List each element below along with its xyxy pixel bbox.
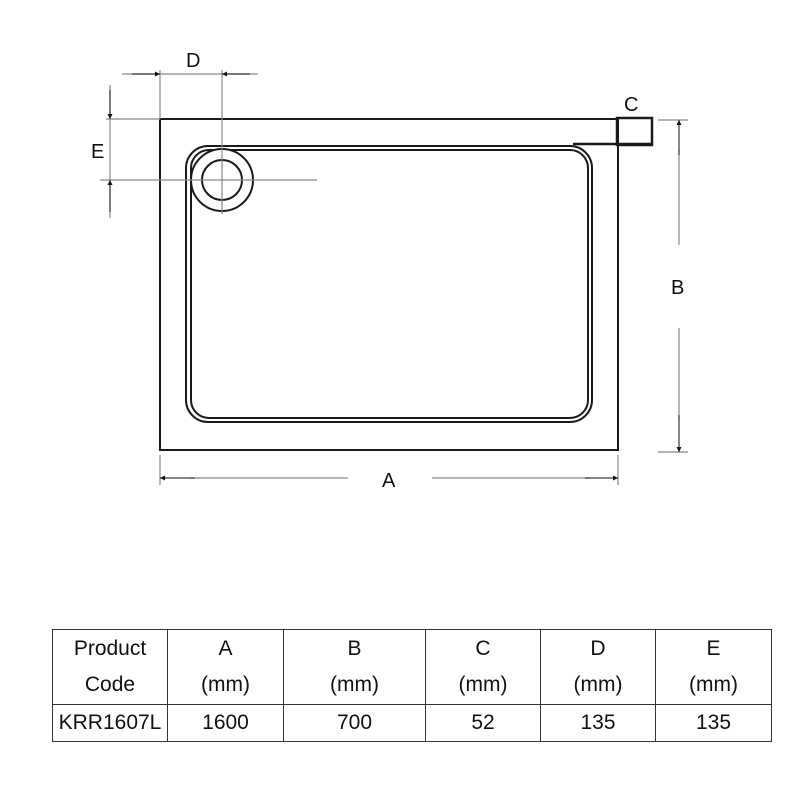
cell-b: 700 (283, 704, 426, 742)
table-header-row: Product Code A (mm) B (mm) C (mm) D (mm)… (52, 629, 772, 705)
shower-tray-dimension-drawing: C D E B A (91, 50, 688, 492)
header-text: (mm) (573, 673, 623, 696)
header-c: C (mm) (425, 629, 541, 705)
cell-d: 135 (540, 704, 656, 742)
label-e: E (91, 141, 104, 163)
cell-a: 1600 (167, 704, 284, 742)
header-text: Code (84, 673, 136, 696)
header-b: B (mm) (283, 629, 426, 705)
label-b: B (671, 277, 684, 299)
label-d: D (186, 50, 200, 72)
header-text: C (475, 637, 491, 660)
header-d: D (mm) (540, 629, 656, 705)
table-row: KRR1607L 1600 700 52 135 135 (52, 704, 772, 742)
tray-rim-outer (185, 145, 593, 423)
cell-e: 135 (655, 704, 772, 742)
header-text: D (590, 637, 606, 660)
header-text: (mm) (330, 673, 379, 696)
header-text: A (218, 637, 233, 660)
header-text: Product (73, 637, 147, 660)
tray-outline (159, 118, 619, 451)
header-e: E (mm) (655, 629, 772, 705)
cell-product-code: KRR1607L (52, 704, 168, 742)
upstand-profile-c (615, 116, 654, 147)
header-text: (mm) (689, 673, 738, 696)
tray-rim-inner (190, 149, 589, 419)
cell-c: 52 (425, 704, 541, 742)
label-c: C (624, 94, 638, 116)
header-text: B (347, 637, 362, 660)
label-a: A (382, 470, 396, 492)
header-a: A (mm) (167, 629, 284, 705)
header-text: E (706, 637, 721, 660)
header-text: (mm) (201, 673, 250, 696)
dimension-spec-table: Product Code A (mm) B (mm) C (mm) D (mm)… (52, 629, 772, 742)
header-text: (mm) (458, 673, 508, 696)
header-product-code: Product Code (52, 629, 168, 705)
